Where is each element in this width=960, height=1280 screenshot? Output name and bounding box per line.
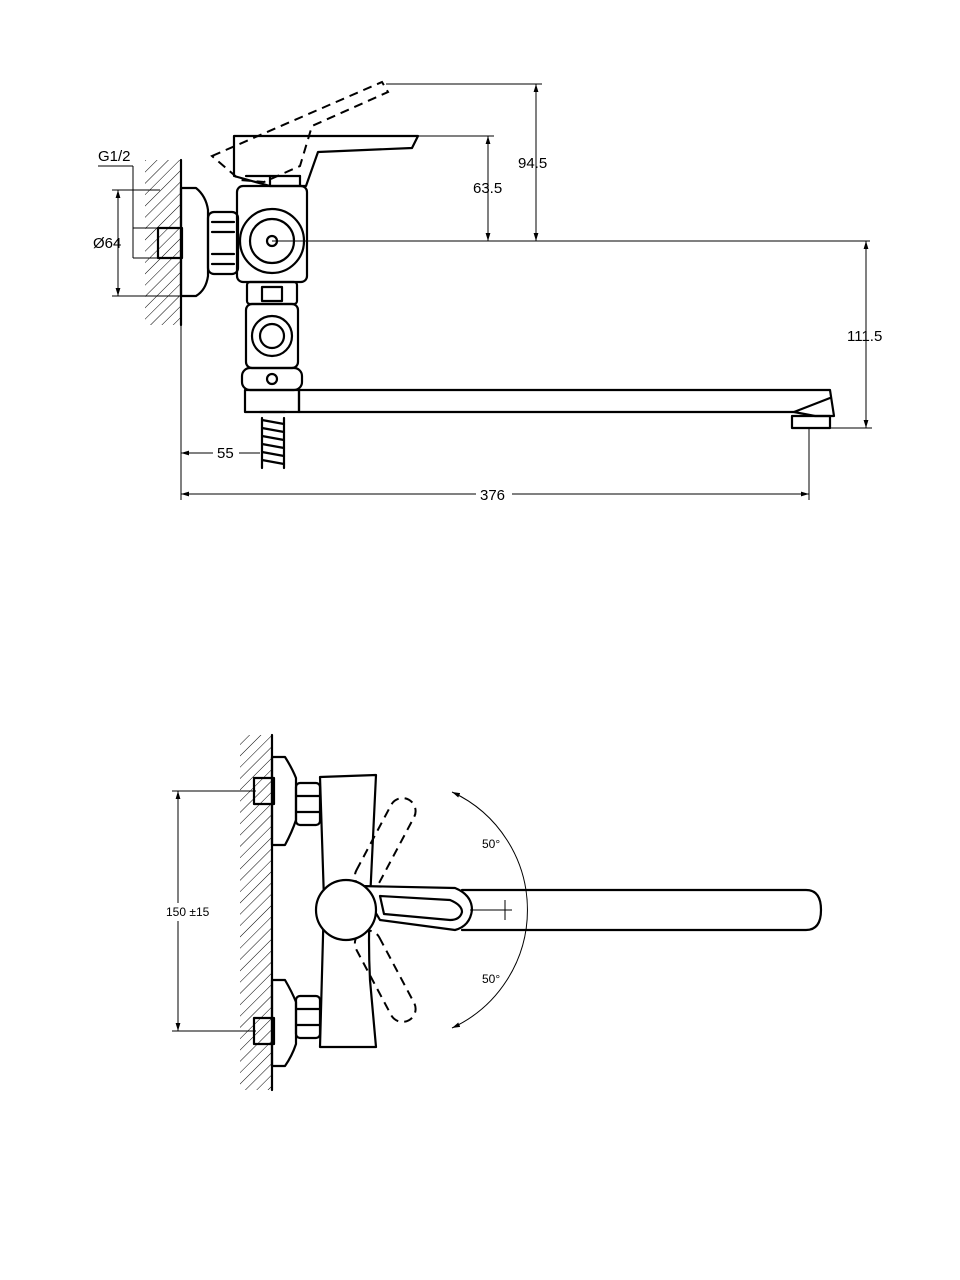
dim-wall-offset: 55 bbox=[217, 445, 234, 462]
dim-handle-raised: 94.5 bbox=[518, 155, 547, 172]
side-view: G1/2 Ø64 63.5 94.5 111.5 55 376 bbox=[93, 80, 882, 504]
front-handle bbox=[314, 878, 474, 942]
lower-eccentric bbox=[252, 978, 322, 1068]
front-view: 50° 50° 150 ±15 bbox=[164, 733, 823, 1092]
dim-spout-height: 111.5 bbox=[847, 328, 882, 345]
hose bbox=[258, 410, 287, 470]
angle-up-label: 50° bbox=[482, 837, 500, 851]
front-spout bbox=[460, 888, 823, 932]
thread-label: G1/2 bbox=[98, 148, 131, 165]
spout bbox=[297, 388, 836, 430]
handle bbox=[232, 134, 420, 188]
dim-spout-length: 376 bbox=[480, 487, 505, 504]
dim-handle-height: 63.5 bbox=[473, 180, 502, 197]
wall-hatch-front bbox=[240, 735, 272, 1090]
mixer-body bbox=[235, 184, 309, 284]
diameter-label: Ø64 bbox=[93, 235, 121, 252]
upper-eccentric bbox=[252, 755, 322, 847]
wall-hatch bbox=[145, 160, 181, 325]
angle-arc bbox=[451, 791, 528, 1029]
handle-rotated-outlines bbox=[353, 797, 417, 1023]
diverter bbox=[240, 280, 304, 414]
handle-raised-outline bbox=[210, 80, 390, 184]
dim-centers: 150 ±15 bbox=[166, 905, 210, 919]
angle-down-label: 50° bbox=[482, 972, 500, 986]
